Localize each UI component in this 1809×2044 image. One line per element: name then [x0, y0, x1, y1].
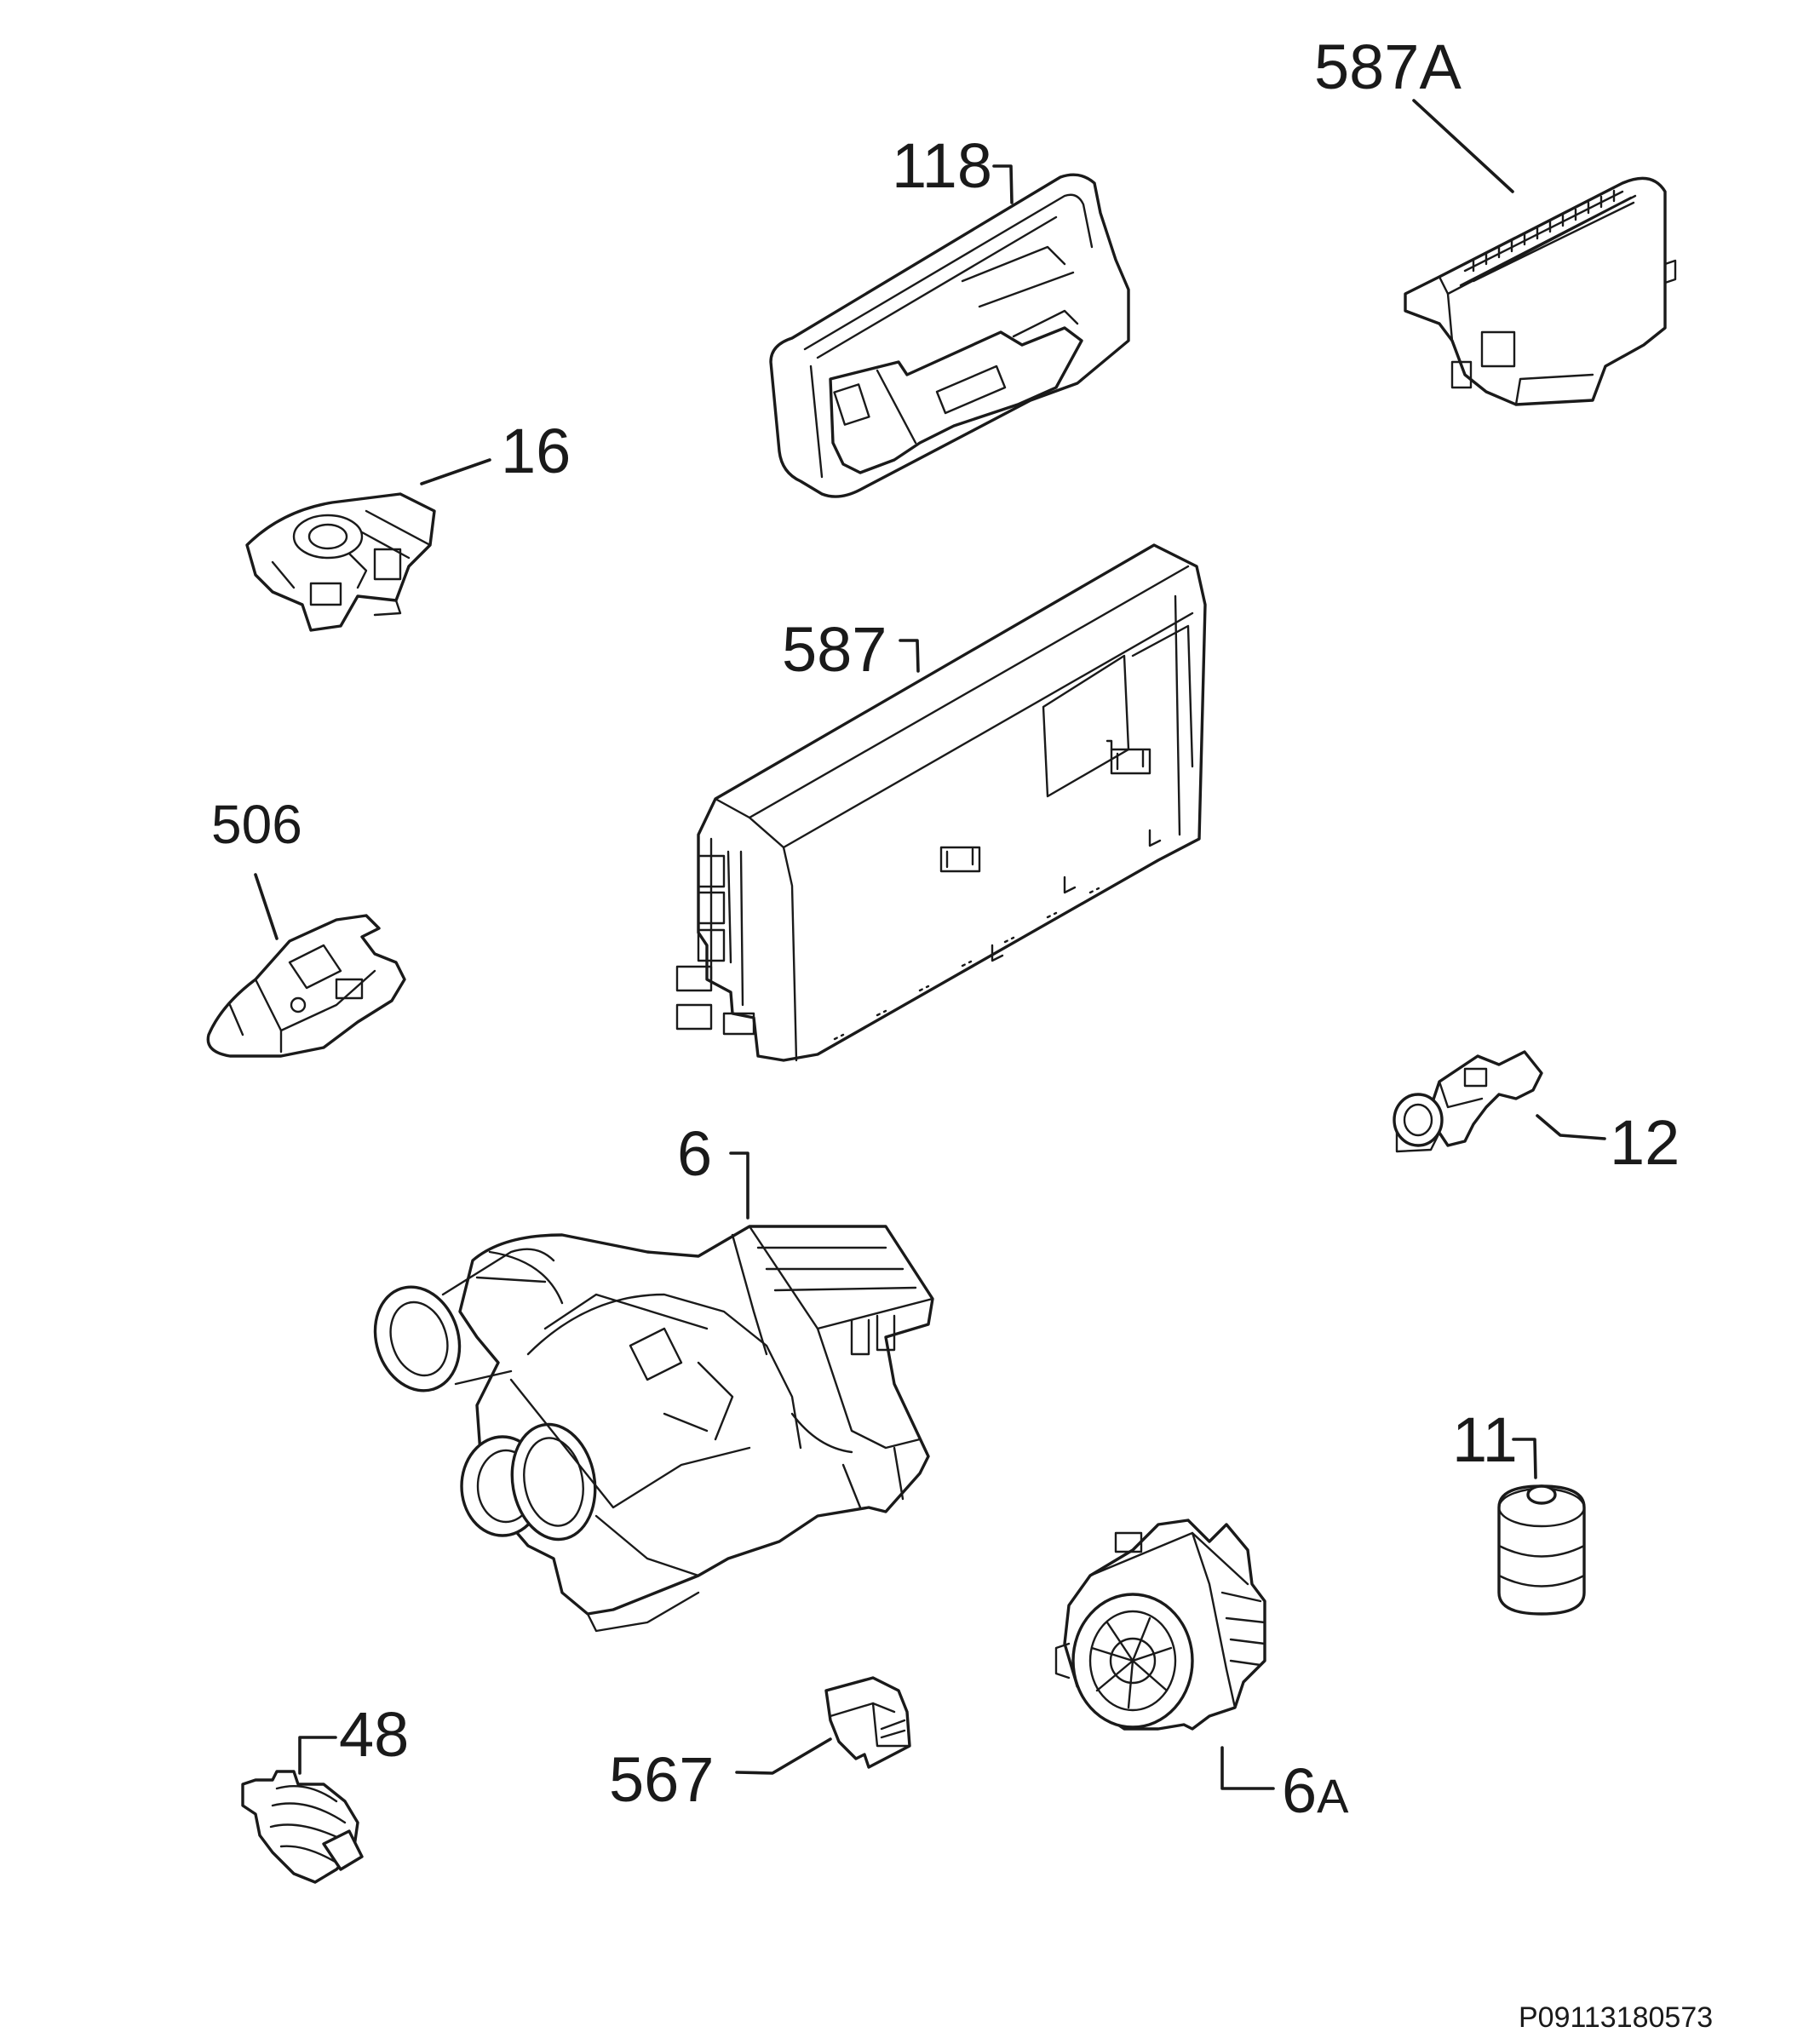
label-16: 16: [501, 416, 571, 486]
leader-506: [254, 873, 279, 940]
label-506: 506: [211, 794, 302, 855]
part-48-sensor: [241, 1770, 364, 1884]
label-48: 48: [339, 1699, 409, 1770]
leader-12: [1536, 1114, 1606, 1140]
leader-567: [735, 1737, 832, 1775]
label-6a: 6A: [1282, 1755, 1349, 1826]
part-labels: 118 587A 16 587 506 12 6 11 48 567 6A P0…: [211, 32, 1713, 2034]
label-11: 11: [1452, 1404, 1518, 1475]
part-506-latch: [206, 914, 406, 1058]
part-118-tray: [769, 173, 1130, 498]
leader-118: [992, 164, 1014, 204]
leader-6: [729, 1151, 749, 1220]
drawing-code: P09113180573: [1519, 2001, 1713, 2034]
label-587: 587: [782, 614, 887, 685]
label-6a-number: 6: [1282, 1755, 1317, 1826]
part-6-circulation-pump: [373, 1225, 934, 1633]
part-16-door-lock: [245, 492, 436, 632]
leader-6a: [1220, 1746, 1275, 1790]
leader-587: [899, 639, 920, 673]
leader-11: [1512, 1438, 1537, 1479]
part-587-main-board: [675, 543, 1207, 1062]
part-567-connector: [824, 1676, 911, 1769]
part-11-capacitor: [1497, 1484, 1586, 1616]
label-567: 567: [609, 1744, 714, 1815]
label-118: 118: [892, 130, 992, 201]
leader-lines: [254, 99, 1606, 1790]
label-12: 12: [1610, 1107, 1680, 1178]
part-587a-module: [1404, 176, 1677, 406]
leader-16: [420, 458, 491, 485]
label-6a-suffix: A: [1317, 1769, 1349, 1823]
label-6: 6: [677, 1118, 712, 1189]
part-6a-drain-pump: [1054, 1519, 1266, 1731]
leader-587a: [1412, 99, 1514, 193]
leader-48: [298, 1736, 337, 1775]
part-12-sensor: [1393, 1050, 1543, 1153]
label-587a: 587A: [1314, 32, 1462, 102]
